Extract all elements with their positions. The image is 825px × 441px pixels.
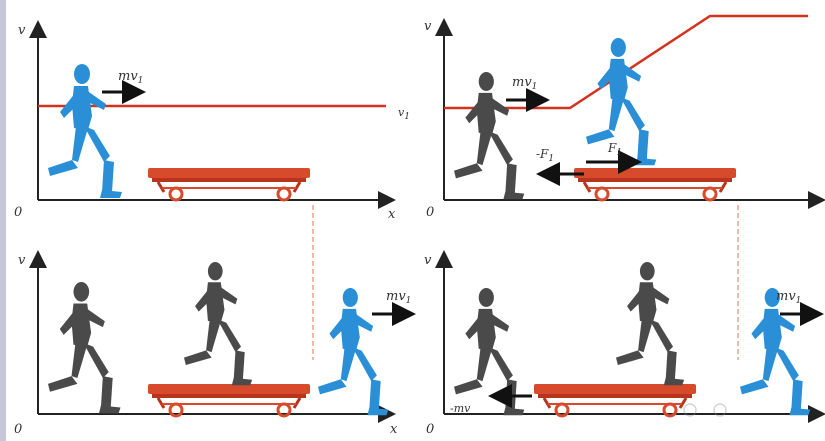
running-person-icon bbox=[454, 72, 525, 200]
y-axis-label: v bbox=[424, 19, 432, 34]
panel-bottom-right: v 0 mv1 -mv bbox=[424, 250, 825, 437]
y-axis-label: v bbox=[424, 253, 432, 268]
origin-label: 0 bbox=[426, 205, 434, 220]
running-person-icon bbox=[318, 288, 389, 416]
running-person-icon bbox=[616, 262, 685, 386]
momentum-label: mv1 bbox=[776, 289, 801, 306]
ghost-cart-icon bbox=[683, 403, 727, 417]
cart-icon bbox=[146, 166, 312, 202]
y-axis-label: v bbox=[18, 253, 26, 268]
x-axis-label: x bbox=[388, 207, 396, 222]
origin-label: 0 bbox=[426, 422, 434, 437]
momentum-label: mv1 bbox=[386, 289, 411, 306]
cart-icon bbox=[532, 382, 698, 418]
momentum-label: mv1 bbox=[118, 69, 143, 86]
x-axis-label: x bbox=[390, 422, 398, 437]
cart-icon bbox=[146, 382, 312, 418]
velocity-curve bbox=[444, 14, 808, 110]
running-person-icon bbox=[740, 288, 811, 416]
running-person-icon bbox=[48, 64, 122, 198]
origin-label: 0 bbox=[14, 205, 22, 220]
y-axis-label: v bbox=[18, 23, 26, 38]
running-person-icon bbox=[184, 262, 253, 386]
running-person-icon bbox=[48, 282, 121, 414]
cart-icon bbox=[572, 166, 738, 202]
frame-strip bbox=[0, 0, 6, 441]
neg-momentum-label: -mv bbox=[450, 402, 471, 415]
momentum-label: mv1 bbox=[512, 75, 537, 92]
panel-bottom-left: v x 0 mv1 bbox=[14, 250, 416, 437]
panel-top-left: v x 0 v1 mv1 bbox=[14, 20, 410, 222]
neg-force-label: -F1 bbox=[536, 147, 554, 164]
panel-top-right: v 0 mv1 F1 -F1 bbox=[424, 14, 825, 220]
v1-label: v1 bbox=[398, 106, 410, 122]
origin-label: 0 bbox=[14, 422, 22, 437]
force-label: F1 bbox=[607, 141, 622, 158]
